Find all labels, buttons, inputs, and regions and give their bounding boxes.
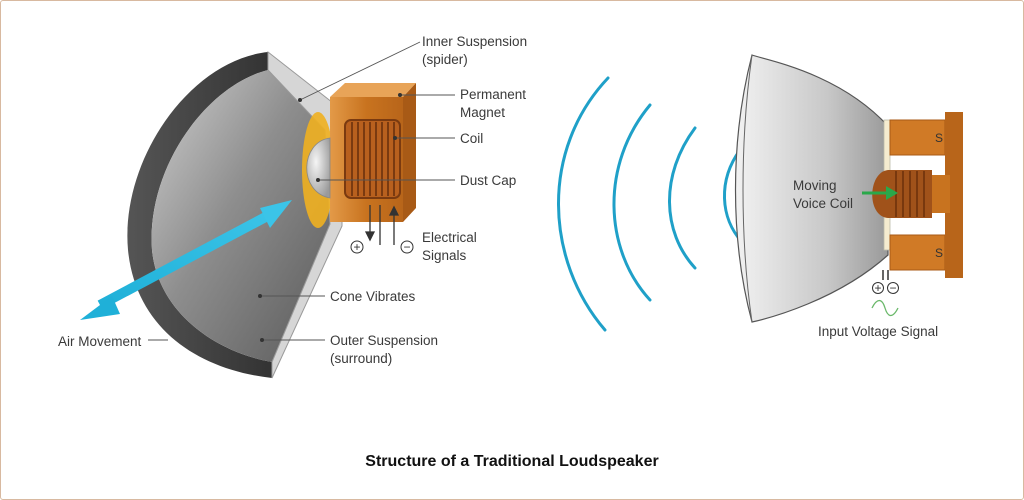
left-leader-lines xyxy=(148,41,455,341)
minus-symbol: − xyxy=(889,281,896,295)
minus-terminal-icon xyxy=(887,282,899,294)
leader-dot xyxy=(398,93,402,97)
label-voice-coil: Voice Coil xyxy=(793,196,853,211)
input-wires xyxy=(882,270,889,280)
label-coil: Coil xyxy=(460,131,483,146)
label-outer-suspension: Outer Suspension xyxy=(330,333,438,348)
cone-rim xyxy=(127,52,272,378)
label-moving: Moving xyxy=(793,178,837,193)
label-electrical-sub: Signals xyxy=(422,248,467,263)
sound-waves xyxy=(557,76,744,332)
label-air-movement: Air Movement xyxy=(58,334,142,349)
label-inner-suspension-sub: (spider) xyxy=(422,52,468,67)
cone-edge xyxy=(742,54,753,323)
dust-cap xyxy=(306,137,331,199)
leader-dot xyxy=(258,294,262,298)
minus-terminal-icon xyxy=(400,240,414,254)
pole-s-top: S xyxy=(935,131,943,145)
magnet-top xyxy=(330,83,416,97)
plus-terminal-icon xyxy=(872,282,884,294)
cone-surface xyxy=(151,70,330,362)
leader-dot xyxy=(393,136,397,140)
air-movement-arrow xyxy=(80,200,292,320)
magnet-s-bottom xyxy=(889,234,946,271)
magnet-side xyxy=(403,83,416,222)
signal-wires xyxy=(364,205,400,245)
label-electrical: Electrical xyxy=(422,230,477,245)
plus-symbol: + xyxy=(874,281,881,295)
pole-s-bottom: S xyxy=(935,246,943,260)
voice-coil-arrow xyxy=(862,186,898,200)
right-speaker: S N S + − xyxy=(734,54,963,323)
label-input-voltage: Input Voltage Signal xyxy=(818,324,938,339)
left-speaker: + − xyxy=(80,50,416,379)
label-permanent-magnet-sub: Magnet xyxy=(460,105,505,120)
magnet-s-top xyxy=(889,119,946,156)
leader-dot xyxy=(316,178,320,182)
leader-dot xyxy=(298,98,302,102)
right-cone xyxy=(734,54,889,323)
magnet-back xyxy=(945,112,963,278)
leader-dot xyxy=(260,338,264,342)
plus-terminal-icon xyxy=(350,240,364,254)
voice-coil xyxy=(872,170,932,218)
label-dust-cap: Dust Cap xyxy=(460,173,516,188)
plus-symbol: + xyxy=(353,240,360,254)
sine-wave-icon xyxy=(871,299,899,317)
label-outer-suspension-sub: (surround) xyxy=(330,351,392,366)
diagram-title: Structure of a Traditional Loudspeaker xyxy=(365,453,658,470)
label-cone-vibrates: Cone Vibrates xyxy=(330,289,416,304)
coil xyxy=(344,119,401,199)
minus-symbol: − xyxy=(403,240,410,254)
label-inner-suspension: Inner Suspension xyxy=(422,34,527,49)
label-permanent-magnet: Permanent xyxy=(460,87,526,102)
